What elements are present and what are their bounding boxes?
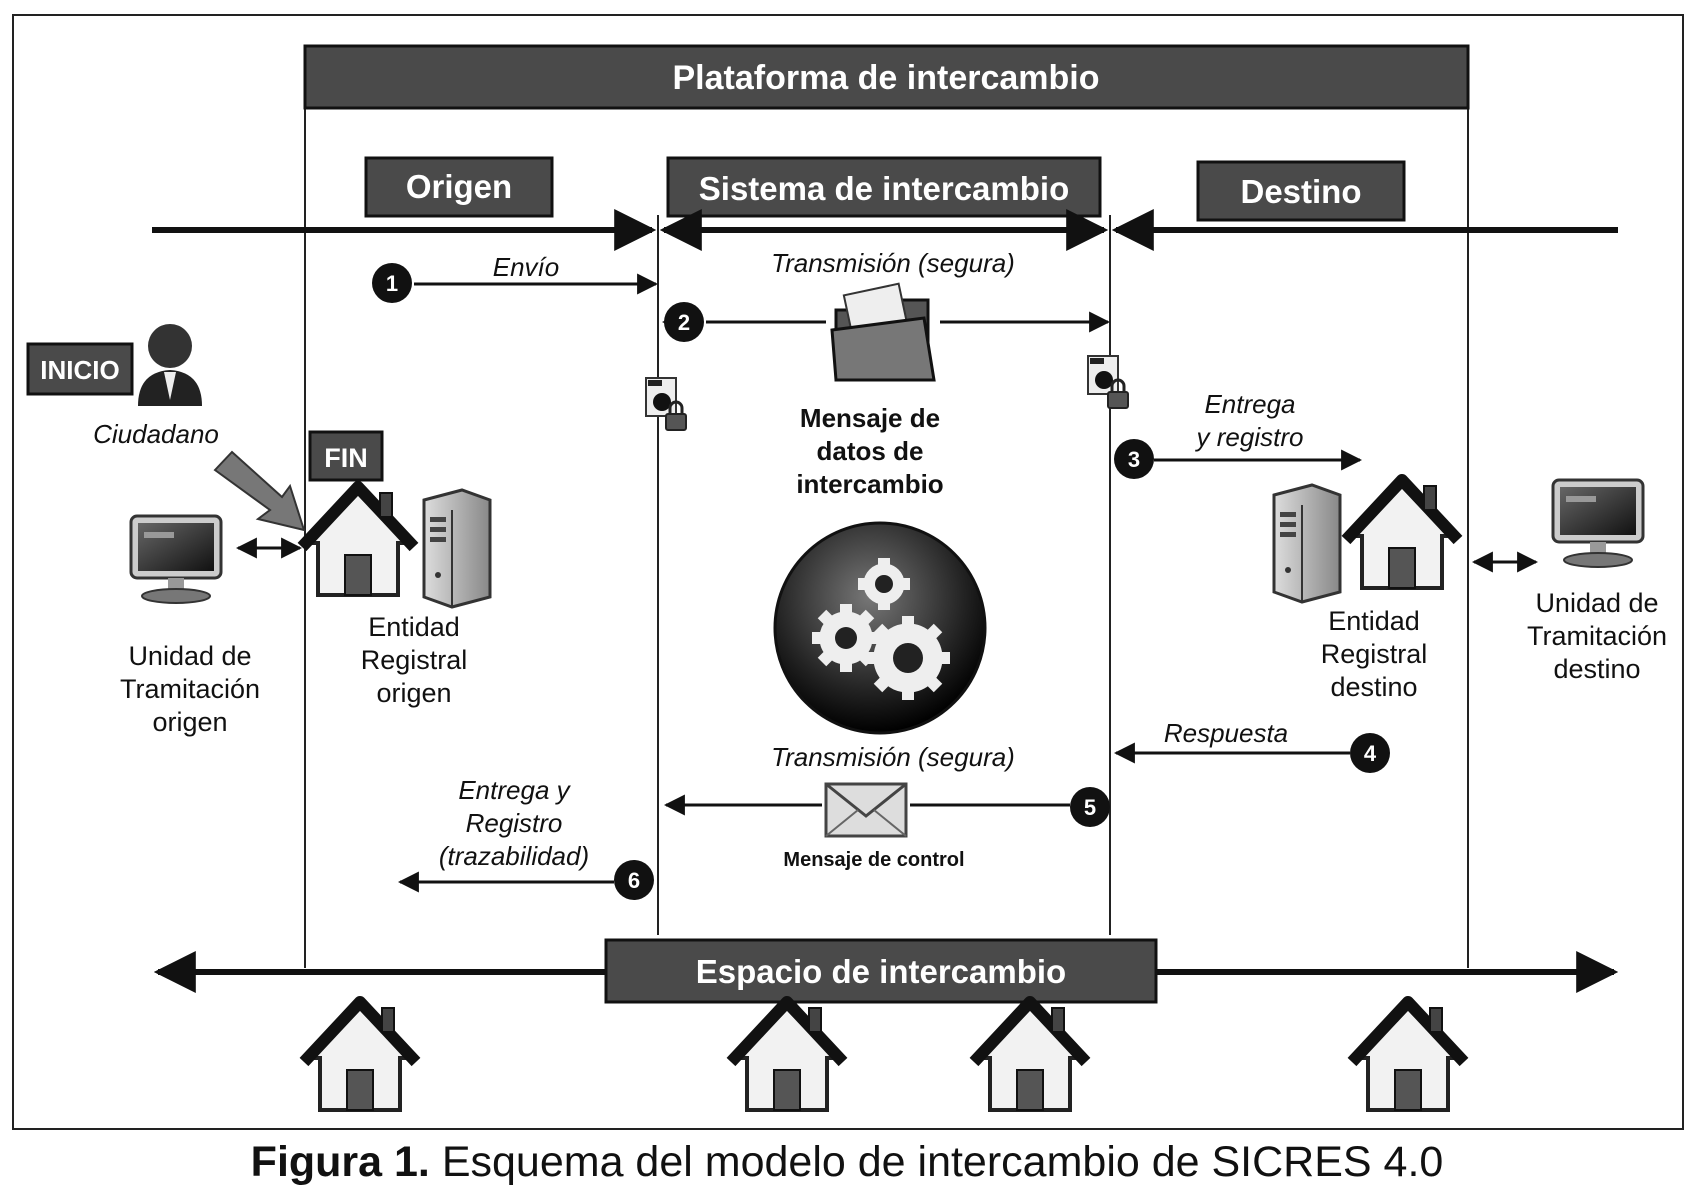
folder-icon xyxy=(830,282,936,382)
mensaje-control-label: Mensaje de control xyxy=(783,849,964,871)
entidad-destino-label: Entidad Registral destino xyxy=(1321,606,1428,702)
step-4-number: 4 xyxy=(1364,741,1377,766)
envelope-icon xyxy=(824,782,908,838)
unidad-destino-label: Unidad de Tramitación destino xyxy=(1527,588,1667,684)
step-1-number: 1 xyxy=(386,271,398,296)
step-4: Respuesta 4 xyxy=(1113,718,1390,773)
fin-badge: FIN xyxy=(308,430,384,482)
unidad-origen-label: Unidad de Tramitación origen xyxy=(120,641,260,737)
step-6-number: 6 xyxy=(628,868,640,893)
caption-bold: Figura 1. xyxy=(250,1138,430,1186)
step-3-number: 3 xyxy=(1128,447,1140,472)
platform-banner-label: Plataforma de intercambio xyxy=(672,59,1099,97)
svg-text:Unidad de: Unidad de xyxy=(1535,588,1658,618)
svg-text:origen: origen xyxy=(376,678,451,708)
gears-icon xyxy=(773,521,987,735)
fin-label: FIN xyxy=(324,443,368,473)
caption-text: Esquema del modelo de intercambio de SIC… xyxy=(441,1138,1444,1186)
svg-text:Unidad de: Unidad de xyxy=(128,641,251,671)
step-5: Transmisión (segura) 5 xyxy=(663,742,1110,827)
entidad-origen-label: Entidad Registral origen xyxy=(361,612,468,708)
step-3-label-line1: Entrega xyxy=(1204,389,1295,419)
step-2-label: Transmisión (segura) xyxy=(771,248,1015,278)
person-icon xyxy=(138,324,202,406)
step-2-number: 2 xyxy=(678,310,690,335)
figure-caption: Figura 1. Esquema del modelo de intercam… xyxy=(0,1138,1694,1187)
server-icon-destino xyxy=(1272,483,1342,604)
svg-text:destino: destino xyxy=(1330,672,1417,702)
svg-text:Registral: Registral xyxy=(1321,639,1428,669)
house-icon-bottom-2 xyxy=(731,1002,843,1110)
origen-banner: Origen xyxy=(364,156,554,218)
svg-text:Registral: Registral xyxy=(361,645,468,675)
platform-banner: Plataforma de intercambio xyxy=(303,44,1470,110)
step-3: Entrega y registro 3 xyxy=(1114,389,1363,479)
svg-text:destino: destino xyxy=(1553,654,1640,684)
computer-icon-destino xyxy=(1551,478,1645,569)
espacio-banner-label: Espacio de intercambio xyxy=(696,953,1066,990)
svg-text:origen: origen xyxy=(152,707,227,737)
house-icon-bottom-1 xyxy=(304,1002,416,1110)
svg-text:Entidad: Entidad xyxy=(368,612,460,642)
step-5-label: Transmisión (segura) xyxy=(771,742,1015,772)
step-1-label: Envío xyxy=(493,252,560,282)
step-5-number: 5 xyxy=(1084,795,1096,820)
svg-text:Mensaje de: Mensaje de xyxy=(800,403,940,433)
inicio-label: INICIO xyxy=(40,355,119,385)
ciudadano-arrow xyxy=(213,450,306,532)
column-lines xyxy=(304,100,1469,968)
svg-text:datos de: datos de xyxy=(817,436,924,466)
mensaje-datos-label: Mensaje de datos de intercambio xyxy=(796,403,943,499)
ciudadano-label: Ciudadano xyxy=(93,419,219,449)
house-icon-bottom-4 xyxy=(1352,1002,1464,1110)
step-3-label-line2: y registro xyxy=(1195,422,1304,452)
computer-icon-origen xyxy=(129,514,223,605)
svg-text:intercambio: intercambio xyxy=(796,469,943,499)
svg-text:Tramitación: Tramitación xyxy=(120,674,260,704)
certificate-lock-icon-left xyxy=(644,376,688,432)
svg-text:Entidad: Entidad xyxy=(1328,606,1420,636)
step-2: Transmisión (segura) 2 xyxy=(661,248,1111,342)
certificate-lock-icon-right xyxy=(1086,354,1130,410)
sistema-banner: Sistema de intercambio xyxy=(666,156,1102,218)
svg-text:Tramitación: Tramitación xyxy=(1527,621,1667,651)
espacio-banner: Espacio de intercambio xyxy=(604,938,1158,1004)
house-icon-destino xyxy=(1346,480,1458,588)
destino-banner: Destino xyxy=(1196,160,1406,222)
sistema-banner-label: Sistema de intercambio xyxy=(699,170,1069,207)
step-1: 1 Envío xyxy=(372,252,659,303)
step-6-label-line3: (trazabilidad) xyxy=(439,841,589,871)
origen-banner-label: Origen xyxy=(406,168,512,205)
step-6-label-line1: Entrega y xyxy=(458,775,571,805)
house-icon-bottom-3 xyxy=(974,1002,1086,1110)
step-4-label: Respuesta xyxy=(1164,718,1288,748)
server-icon-origen xyxy=(422,488,492,609)
inicio-badge: INICIO xyxy=(26,342,134,396)
destino-banner-label: Destino xyxy=(1240,173,1361,210)
house-icon-origen xyxy=(302,487,414,595)
step-6: Entrega y Registro (trazabilidad) 6 xyxy=(397,775,654,900)
step-6-label-line2: Registro xyxy=(466,808,563,838)
